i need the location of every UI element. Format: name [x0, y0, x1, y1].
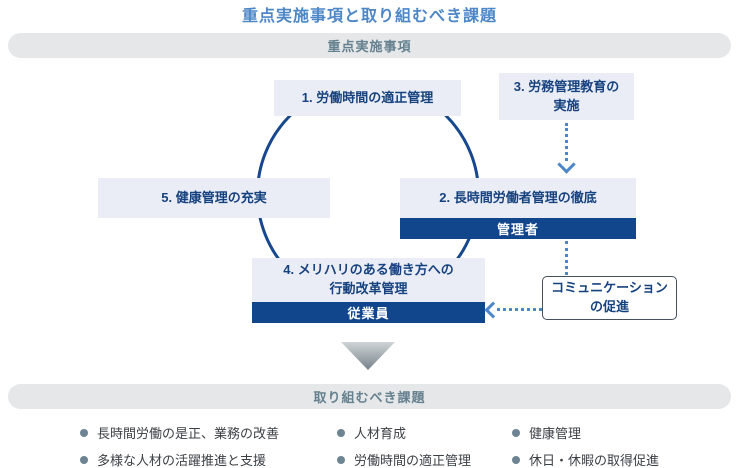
bullet-icon [512, 428, 520, 437]
cycle-node-5-health: 5. 健康管理の充実 [98, 178, 330, 218]
manager-to-communication-dotted-line [565, 241, 568, 275]
tasks-column-2: 人材育成 労働時間の適正管理 [337, 423, 512, 468]
cycle-node-5-label: 5. 健康管理の充実 [161, 189, 267, 205]
tasks-column-1: 長時間労働の是正、業務の改善 多様な人材の活躍推進と支援 [80, 423, 337, 468]
task-item: 休日・休暇の取得促進 [512, 450, 659, 468]
section-band-tasks-label: 取り組むべき課題 [313, 390, 426, 405]
bullet-icon [337, 428, 345, 437]
bullet-icon [337, 455, 345, 464]
task-label: 労働時間の適正管理 [354, 453, 472, 468]
task-item: 多様な人材の活躍推進と支援 [80, 450, 337, 468]
manager-badge-label: 管理者 [496, 222, 539, 237]
side-node-3-label-line2: 実施 [553, 97, 580, 113]
task-item: 健康管理 [512, 423, 659, 442]
section-band-key-actions-label: 重点実施事項 [327, 39, 412, 54]
side-node-3-education: 3. 労務管理教育の 実施 [499, 73, 634, 120]
task-item: 労働時間の適正管理 [337, 450, 512, 468]
communication-box: コミュニケーション の促進 [542, 276, 677, 320]
arrowhead-left-icon [484, 301, 502, 319]
education-to-manager-dotted-line [565, 123, 568, 161]
down-triangle-icon [341, 342, 395, 370]
page-title: 重点実施事項と取り組むべき課題 [241, 8, 497, 25]
cycle-node-1-label: 1. 労働時間の適正管理 [301, 89, 434, 105]
arrowhead-down-icon [557, 155, 576, 174]
communication-box-label-line2: の促進 [589, 299, 629, 314]
task-item: 人材育成 [337, 423, 512, 442]
communication-to-employee-dotted-line [497, 308, 542, 311]
cycle-node-4-label-line2: 行動改革管理 [329, 281, 408, 296]
communication-box-label-line1: コミュニケーション [551, 280, 668, 296]
task-label: 長時間労働の是正、業務の改善 [97, 426, 280, 441]
task-label: 人材育成 [354, 426, 407, 441]
task-item: 長時間労働の是正、業務の改善 [80, 423, 337, 442]
manager-badge: 管理者 [400, 218, 636, 239]
bullet-icon [80, 455, 88, 464]
section-band-key-actions: 重点実施事項 [8, 33, 731, 58]
task-label: 多様な人材の活躍推進と支援 [97, 453, 267, 468]
tasks-list: 長時間労働の是正、業務の改善 多様な人材の活躍推進と支援 人材育成 労働時間の適… [80, 423, 659, 468]
cycle-node-1-working-hours: 1. 労働時間の適正管理 [274, 80, 461, 116]
cycle-node-4-label-line1: 4. メリハリのある働き方への [283, 262, 454, 278]
tasks-column-3: 健康管理 休日・休暇の取得促進 [512, 423, 659, 468]
task-label: 健康管理 [529, 426, 582, 441]
employee-badge-label: 従業員 [347, 306, 390, 321]
cycle-node-4-workstyle: 4. メリハリのある働き方への 行動改革管理 [252, 258, 485, 302]
side-node-3-label-line1: 3. 労務管理教育の [513, 78, 620, 94]
employee-badge: 従業員 [252, 302, 485, 323]
task-label: 休日・休暇の取得促進 [529, 453, 660, 468]
bullet-icon [80, 428, 88, 437]
bullet-icon [512, 455, 520, 464]
cycle-node-2-overtime: 2. 長時間労働者管理の徹底 [400, 178, 636, 218]
section-band-tasks: 取り組むべき課題 [8, 384, 731, 409]
cycle-node-2-label: 2. 長時間労働者管理の徹底 [439, 189, 597, 205]
